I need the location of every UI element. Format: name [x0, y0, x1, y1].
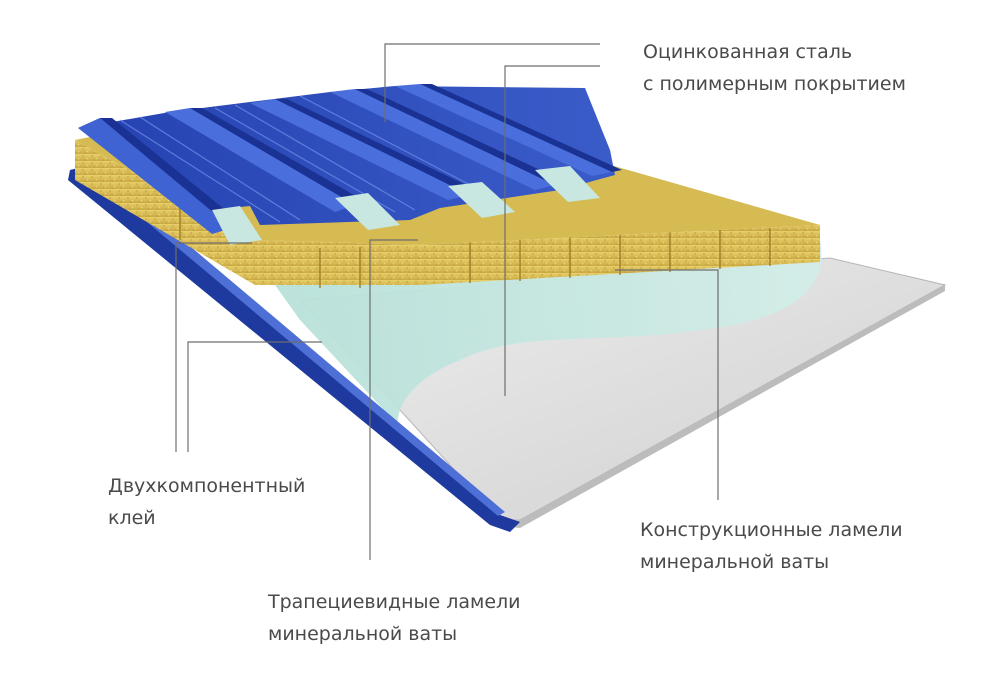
leader-line-steel: [384, 43, 600, 122]
leader-line-structural: [615, 269, 719, 500]
leader-line-glue-1: [175, 242, 252, 452]
label-galvanized-steel-line1: Оцинкованная сталь: [643, 41, 853, 63]
label-adhesive-line2: клей: [108, 507, 156, 529]
label-trapezoidal-line2: минеральной ваты: [268, 623, 458, 645]
leader-line-glue-2: [187, 341, 322, 452]
leader-line-steel-2: [504, 65, 600, 396]
mineral-wool-core: [75, 140, 820, 285]
adhesive-ridge-strips: [212, 166, 600, 245]
label-two-component-adhesive: Двухкомпонентный клей: [108, 470, 305, 534]
label-galvanized-steel-line2: с полимерным покрытием: [643, 73, 906, 95]
panel-side-edge: [68, 165, 520, 532]
label-trapezoidal-line1: Трапециевидные ламели: [268, 591, 521, 613]
leader-lines: [175, 43, 719, 560]
label-adhesive-line1: Двухкомпонентный: [108, 475, 306, 497]
panel-side-edge-highlight: [80, 166, 505, 516]
steel-sheet-rib-shadows: [100, 84, 622, 228]
adhesive-layer: [250, 240, 822, 520]
label-galvanized-steel: Оцинкованная сталь с полимерным покрытие…: [643, 36, 906, 100]
steel-sheet-ribs: [78, 84, 612, 234]
structural-lamellae: [179, 205, 771, 288]
label-structural-lamellae: Конструкционные ламели минеральной ваты: [640, 514, 903, 578]
label-structural-line1: Конструкционные ламели: [640, 519, 903, 541]
label-structural-line2: минеральной ваты: [640, 551, 830, 573]
label-trapezoidal-lamellae: Трапециевидные ламели минеральной ваты: [268, 586, 521, 650]
leader-line-trapezoid: [369, 239, 418, 560]
